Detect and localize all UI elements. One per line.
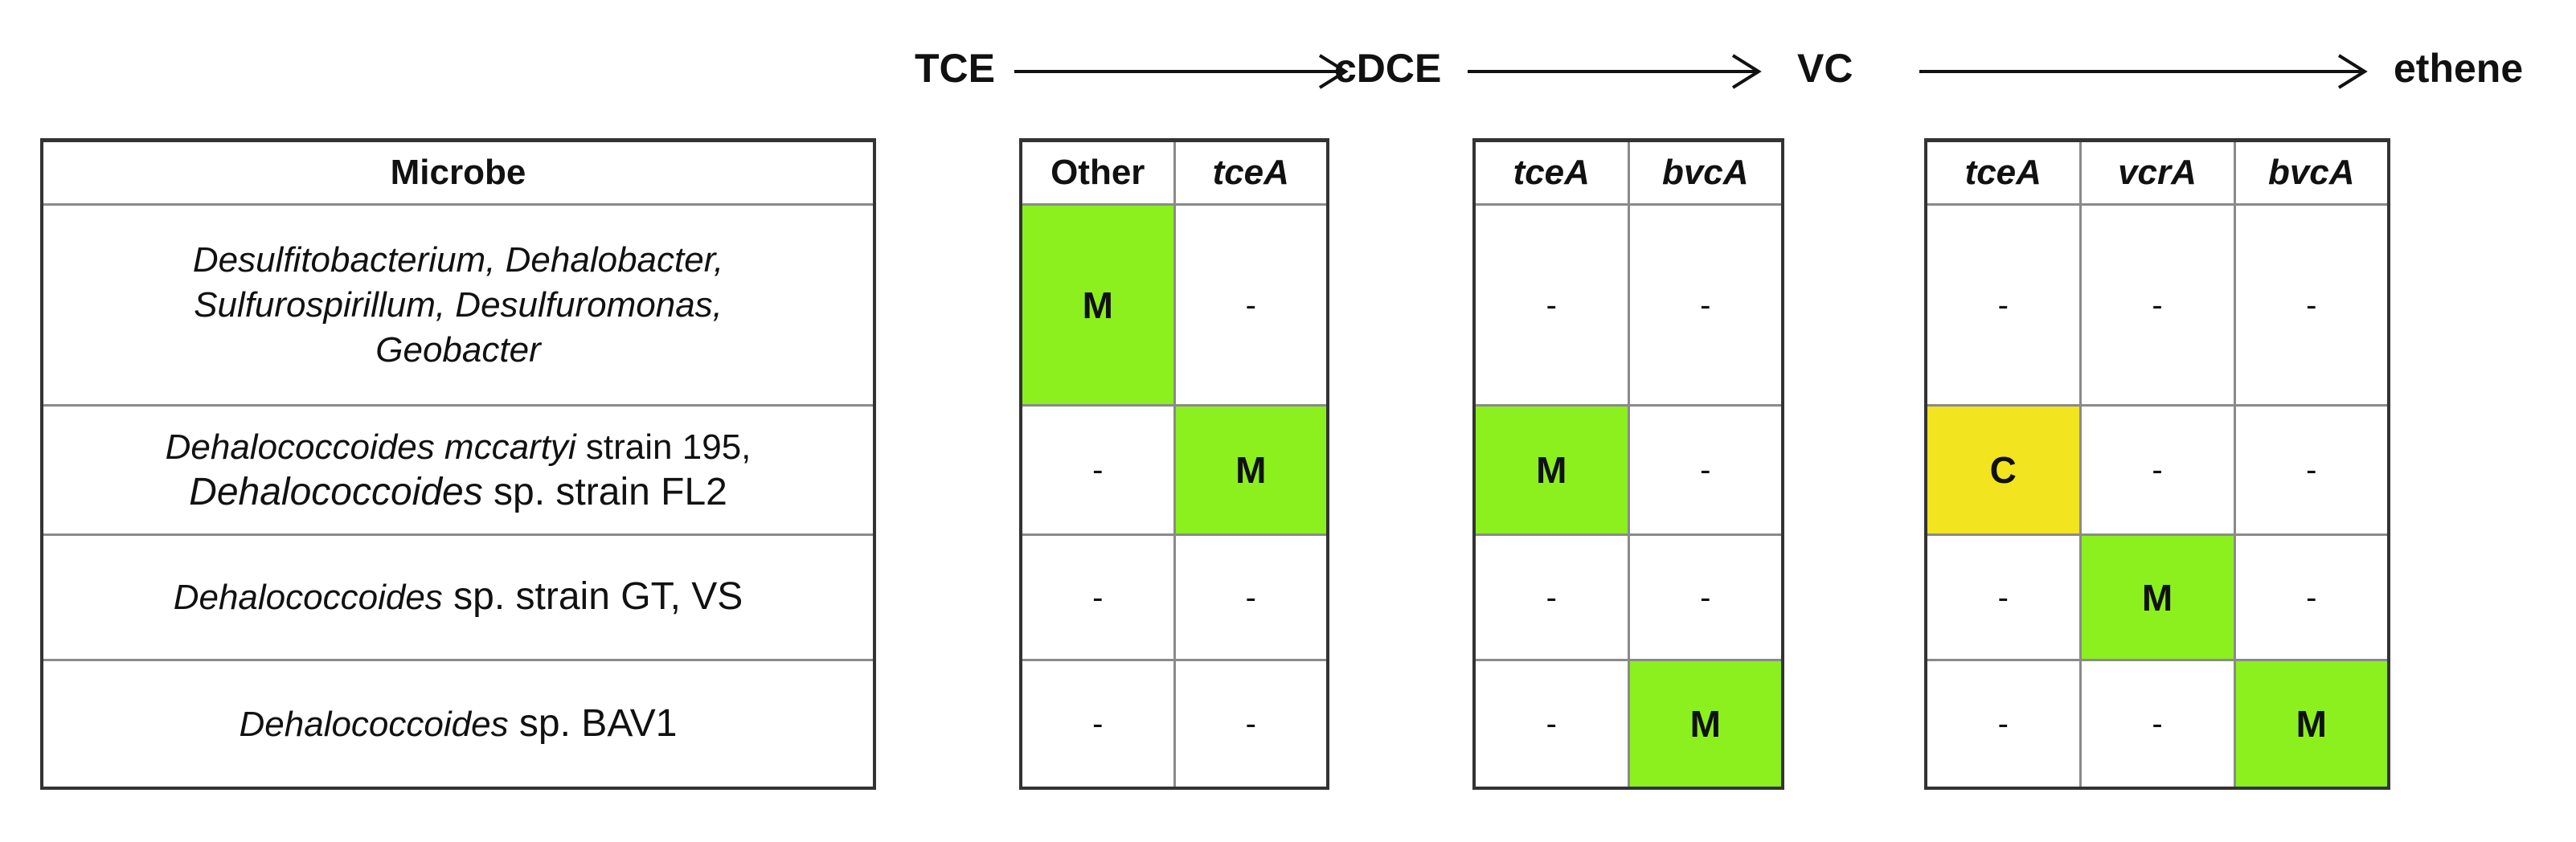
table-row: -M- <box>1924 533 2390 661</box>
empty-cell: - <box>2233 203 2390 407</box>
microbe-genus: Dehalococcoides mccartyi <box>165 427 576 467</box>
microbe-genus: Dehalococcoides <box>189 471 483 513</box>
table-row: -M <box>1019 404 1329 536</box>
table-row: --- <box>1924 203 2390 407</box>
table-row: Desulfitobacterium, Dehalobacter, Sulfur… <box>40 203 876 407</box>
microbe-strain: sp. strain GT, VS <box>442 575 743 618</box>
table-row: M- <box>1019 203 1329 407</box>
microbe-cell: Dehalococcoides mccartyi strain 195, Deh… <box>40 404 876 536</box>
empty-cell: - <box>1924 203 2082 407</box>
table-row: -M <box>1472 659 1784 790</box>
table-row: -- <box>1019 659 1329 790</box>
empty-cell: - <box>1019 533 1176 661</box>
microbe-strain: strain 195, <box>575 427 752 467</box>
arrow-tce-to-cdce <box>1014 46 1350 94</box>
gene-table-vc-to-ethene: tceA vcrA bvcA ---C---M---M <box>1924 138 2390 790</box>
microbe-strain: sp. strain FL2 <box>482 471 727 513</box>
microbe-line: Desulfitobacterium, Dehalobacter, <box>192 239 724 280</box>
empty-cell: - <box>1472 533 1630 661</box>
microbe-line: Geobacter <box>375 329 541 370</box>
gene-name: bvcA <box>2267 153 2355 192</box>
gene-header: tceA <box>1173 138 1329 206</box>
empty-cell: - <box>2233 533 2390 661</box>
empty-cell: - <box>1173 659 1329 790</box>
empty-cell: - <box>1924 659 2082 790</box>
empty-cell: - <box>2078 203 2236 407</box>
metabolic-cell: M <box>1627 659 1784 790</box>
gene-header-row: tceA bvcA <box>1472 138 1784 206</box>
table-row: -- <box>1472 203 1784 407</box>
microbe-genus: Dehalococcoides <box>239 704 509 744</box>
metabolic-cell: M <box>2233 659 2390 790</box>
metabolic-cell: M <box>2078 533 2236 661</box>
compound-vc: VC <box>1797 46 1853 91</box>
table-row: M- <box>1472 404 1784 536</box>
microbe-cell: Dehalococcoides sp. BAV1 <box>40 659 876 790</box>
empty-cell: - <box>2078 659 2236 790</box>
empty-cell: - <box>1472 203 1630 407</box>
microbe-line: Sulfurospirillum, Desulfuromonas, <box>194 284 723 325</box>
dechlorination-pathway: TCE cDCE VC ethene <box>0 0 2576 129</box>
gene-header: vcrA <box>2078 138 2236 206</box>
microbe-line: Dehalococcoides mccartyi strain 195, <box>59 425 857 470</box>
gene-table-cdce-to-vc: tceA bvcA --M----M <box>1472 138 1784 790</box>
gene-name: bvcA <box>1661 153 1749 192</box>
table-row: Dehalococcoides sp. strain GT, VS <box>40 533 876 661</box>
metabolic-cell: M <box>1173 404 1329 536</box>
empty-cell: - <box>1627 404 1784 536</box>
microbe-line: Dehalococcoides sp. strain FL2 <box>59 470 857 515</box>
empty-cell: - <box>1472 659 1630 790</box>
empty-cell: - <box>1924 533 2082 661</box>
gene-header: bvcA <box>2233 138 2390 206</box>
empty-cell: - <box>1627 203 1784 407</box>
gene-header: tceA <box>1924 138 2082 206</box>
table-row: Dehalococcoides sp. BAV1 <box>40 659 876 790</box>
arrow-vc-to-ethene <box>1919 46 2369 94</box>
microbe-line: Dehalococcoides sp. strain GT, VS <box>59 574 857 620</box>
gene-name: tceA <box>1513 153 1590 192</box>
microbe-cell: Desulfitobacterium, Dehalobacter, Sulfur… <box>40 203 876 407</box>
table-row: --M <box>1924 659 2390 790</box>
empty-cell: - <box>2233 404 2390 536</box>
gene-header: bvcA <box>1627 138 1784 206</box>
microbe-header: Microbe <box>40 138 876 206</box>
gene-table-tce-to-cdce: Other tceA M--M---- <box>1019 138 1329 790</box>
empty-cell: - <box>1019 659 1176 790</box>
cometabolic-cell: C <box>1924 404 2082 536</box>
empty-cell: - <box>1627 533 1784 661</box>
table-row: Dehalococcoides mccartyi strain 195, Deh… <box>40 404 876 536</box>
gene-name: tceA <box>1212 153 1289 192</box>
microbe-line: Dehalococcoides sp. BAV1 <box>59 701 857 747</box>
microbe-strain: sp. BAV1 <box>508 701 678 745</box>
metabolic-cell: M <box>1019 203 1176 407</box>
gene-header-row: Other tceA <box>1019 138 1329 206</box>
table-row: -- <box>1472 533 1784 661</box>
microbe-header-row: Microbe <box>40 138 876 206</box>
table-row: C-- <box>1924 404 2390 536</box>
empty-cell: - <box>1173 203 1329 407</box>
microbe-genus: Dehalococcoides <box>173 578 443 617</box>
table-row: -- <box>1019 533 1329 661</box>
gene-header-row: tceA vcrA bvcA <box>1924 138 2390 206</box>
empty-cell: - <box>1173 533 1329 661</box>
gene-header: Other <box>1019 138 1176 206</box>
microbe-cell: Dehalococcoides sp. strain GT, VS <box>40 533 876 661</box>
gene-header: tceA <box>1472 138 1630 206</box>
metabolic-cell: M <box>1472 404 1630 536</box>
compound-ethene: ethene <box>2394 46 2524 91</box>
arrow-cdce-to-vc <box>1468 46 1763 94</box>
gene-name: tceA <box>1964 153 2042 192</box>
empty-cell: - <box>1019 404 1176 536</box>
microbe-table: Microbe Desulfitobacterium, Dehalobacter… <box>40 138 876 790</box>
empty-cell: - <box>2078 404 2236 536</box>
gene-name: vcrA <box>2118 153 2197 192</box>
compound-cdce: cDCE <box>1334 46 1442 91</box>
compound-tce: TCE <box>915 46 995 91</box>
